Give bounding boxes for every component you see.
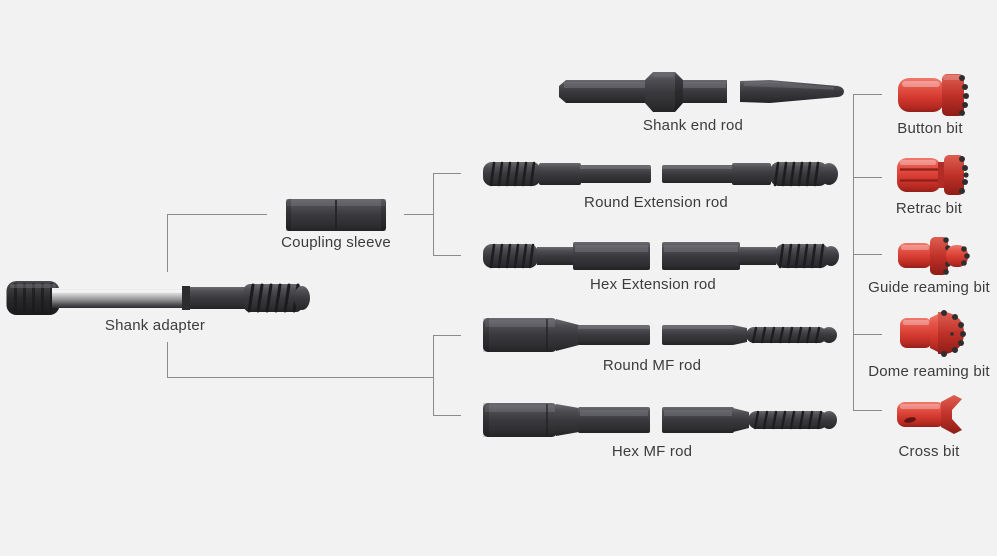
left-shoulder: [539, 163, 581, 185]
connector-to-retrac-bit: [853, 177, 882, 178]
guide-reaming-bit-label: Guide reaming bit: [868, 279, 990, 296]
connector-to-hex-extension: [433, 255, 461, 256]
connector-to-button-bit: [853, 94, 882, 95]
left-shaft: [580, 165, 651, 183]
hex-mf-rod-label: Hex MF rod: [611, 443, 693, 460]
male-thread: [746, 326, 837, 344]
right-thread: [775, 243, 839, 269]
connector-to-cross-bit: [853, 410, 882, 411]
round-extension-rod-graphic: [483, 161, 838, 187]
left-thread: [483, 243, 538, 269]
hex-mf-rod-graphic: [483, 403, 837, 437]
female-sleeve: [483, 318, 557, 352]
spline-head: [6, 281, 60, 315]
coupling-sleeve-label: Coupling sleeve: [281, 234, 391, 251]
sleeve-taper: [556, 319, 579, 351]
shank-adapter-graphic: [6, 281, 310, 315]
connector-shank-to-sleeve: [167, 214, 267, 215]
right-shoulder: [732, 163, 771, 185]
guide-nose: [946, 245, 970, 267]
right-neck: [739, 247, 776, 265]
left-hex-body: [578, 407, 650, 433]
connector-sleeve-to-bracket: [404, 214, 434, 215]
shank-end-rod-graphic: [559, 72, 844, 112]
hex-extension-rod-label: Hex Extension rod: [590, 276, 716, 293]
cross-bit-label: Cross bit: [898, 443, 960, 460]
round-mf-rod-label: Round MF rod: [602, 357, 702, 374]
bit-body: [897, 402, 945, 427]
bit-head: [944, 155, 969, 195]
male-thread: [748, 410, 837, 430]
bit-body: [898, 78, 944, 112]
right-hex-body: [662, 242, 740, 270]
guide-reaming-bit-graphic: [898, 237, 970, 275]
thread-end: [244, 283, 310, 313]
round-mf-rod-graphic: [483, 318, 837, 352]
chrome-shaft: [52, 288, 185, 308]
cross-bit-graphic: [897, 395, 962, 434]
connector-shank-up-vertical: [167, 214, 168, 272]
right-shaft: [662, 165, 734, 183]
connector-to-dome-reaming-bit: [853, 334, 882, 335]
thread-step: [733, 408, 749, 432]
round-extension-rod-label: Round Extension rod: [584, 194, 728, 211]
retrac-bit-label: Retrac bit: [895, 200, 963, 217]
thread-step: [733, 325, 747, 345]
collar: [645, 72, 683, 112]
sleeve-taper: [556, 404, 579, 436]
connector-mf-bracket: [433, 335, 434, 416]
hex-rod-body: [559, 80, 727, 103]
connector-shank-to-mf-bracket: [167, 377, 434, 378]
connector-extension-bracket: [433, 173, 434, 256]
dome-reaming-bit-graphic: [900, 310, 966, 357]
right-thread: [770, 161, 838, 187]
left-thread: [483, 161, 541, 187]
rear-section: [182, 286, 248, 310]
button-bit-graphic: [898, 74, 969, 116]
left-neck: [537, 247, 574, 265]
connector-shank-down-vertical: [167, 342, 168, 377]
coupling-sleeve-graphic: [286, 199, 386, 231]
right-hex-body: [662, 407, 734, 433]
dome-head: [938, 310, 966, 357]
bit-head: [942, 74, 969, 116]
bit-base: [900, 313, 940, 353]
dome-reaming-bit-label: Dome reaming bit: [868, 363, 990, 380]
tapered-end: [740, 80, 844, 103]
shank-end-rod-label: Shank end rod: [642, 117, 744, 134]
retrac-bit-graphic: [897, 155, 969, 195]
cross-blades: [941, 395, 962, 434]
connector-to-round-mf: [433, 335, 461, 336]
button-bit-label: Button bit: [897, 120, 963, 137]
right-shaft: [662, 325, 734, 345]
bit-body: [897, 158, 946, 192]
left-shaft: [578, 325, 650, 345]
connector-to-guide-reaming-bit: [853, 254, 882, 255]
female-sleeve: [483, 403, 557, 437]
left-hex-body: [573, 242, 650, 270]
connector-to-round-extension: [433, 173, 461, 174]
connector-to-hex-mf: [433, 415, 461, 416]
bit-base: [898, 243, 932, 268]
connector-bits-bracket: [853, 94, 854, 411]
shank-adapter-label: Shank adapter: [104, 317, 206, 334]
hex-extension-rod-graphic: [483, 242, 839, 270]
